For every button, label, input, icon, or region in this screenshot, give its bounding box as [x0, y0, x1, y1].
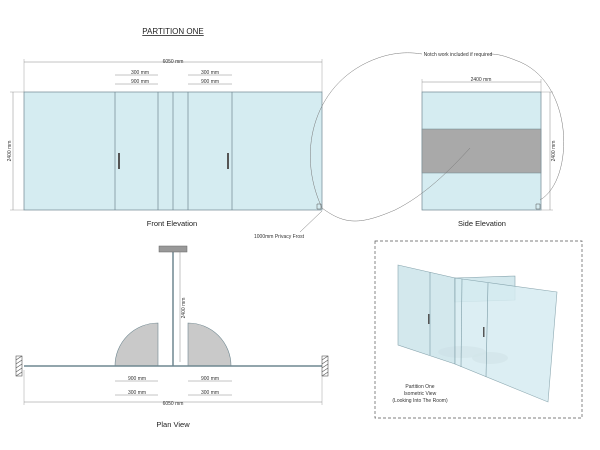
plan-view-label: Plan View: [156, 420, 190, 429]
plan-dim-300-left: 300 mm: [128, 390, 146, 396]
drawing-title: PARTITION ONE: [142, 27, 204, 36]
isometric-right-glass: [454, 277, 558, 403]
front-dim-900-right: 900 mm: [201, 79, 219, 85]
plan-dim-height: 2400 mm: [181, 298, 187, 319]
front-dim-300-right: 300 mm: [201, 70, 219, 76]
side-dim-height: 2400 mm: [551, 141, 557, 162]
isometric-right-handle: [483, 327, 485, 337]
plan-dim-total: 6050 mm: [163, 401, 184, 407]
plan-dim-900-left: 900 mm: [128, 376, 146, 382]
isometric-caption-line1: Partition One: [405, 384, 434, 390]
front-elevation-label: Front Elevation: [147, 219, 197, 228]
side-elevation: 2400 mm 2400 mm Side Elevation: [421, 77, 557, 228]
isometric-left-handle: [428, 314, 430, 324]
front-left-door-handle: [118, 153, 120, 169]
front-dim-300-left: 300 mm: [131, 70, 149, 76]
isometric-frame: [374, 240, 583, 419]
isometric-left-glass: [397, 264, 456, 365]
isometric-caption-line2: Isometric View: [404, 391, 437, 397]
front-elevation: 6050 mm 300 mm 300 mm 900 mm 900 mm 2400…: [7, 59, 323, 228]
plan-left-door-swing: [114, 322, 159, 367]
plan-view: 2400 mm 900 mm 900 mm 300 mm 30: [15, 245, 329, 429]
plan-dim-900-right: 900 mm: [201, 376, 219, 382]
plan-top-end-stop: [158, 245, 188, 253]
notch-annotation: Notch work included if required: [424, 52, 493, 58]
front-dim-total: 6050 mm: [163, 59, 184, 65]
front-dim-900-left: 900 mm: [131, 79, 149, 85]
side-privacy-frost-band: [421, 128, 542, 174]
plan-right-door-swing: [187, 322, 232, 367]
frost-annotation: 1000mm Privacy Frost: [254, 234, 305, 240]
side-dim-width: 2400 mm: [471, 77, 492, 83]
front-right-door-handle: [227, 153, 229, 169]
side-elevation-label: Side Elevation: [458, 219, 506, 228]
isometric-view: Partition One Isometric View (Looking In…: [374, 240, 583, 419]
plan-dim-300-right: 300 mm: [201, 390, 219, 396]
front-dim-height: 2400 mm: [7, 141, 13, 162]
isometric-caption-line3: (Looking Into The Room): [392, 398, 448, 404]
